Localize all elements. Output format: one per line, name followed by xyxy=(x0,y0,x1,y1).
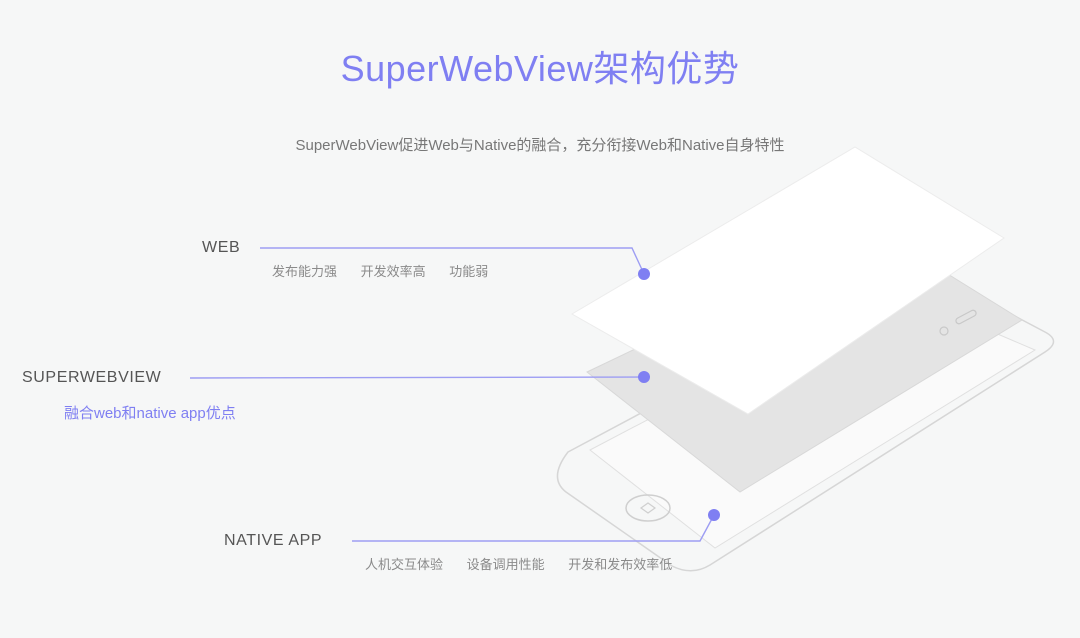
native-feature: 人机交互体验 xyxy=(365,557,444,572)
page-subtitle: SuperWebView促进Web与Native的融合，充分衔接Web和Nati… xyxy=(295,137,785,154)
web-feature: 功能弱 xyxy=(449,264,489,279)
connector-dots xyxy=(638,268,720,521)
web-features: 发布能力强 开发效率高 功能弱 xyxy=(272,261,488,280)
superwebview-dot xyxy=(638,371,650,383)
superwebview-label: SUPERWEBVIEW xyxy=(22,369,162,386)
native-connector-line xyxy=(352,514,715,542)
native-app-label: NATIVE APP xyxy=(224,532,323,549)
web-layer xyxy=(571,146,1005,415)
web-feature: 开发效率高 xyxy=(360,264,426,279)
home-button-icon xyxy=(625,494,671,522)
web-feature: 发布能力强 xyxy=(272,264,338,279)
camera-dot-icon xyxy=(939,326,949,336)
page-title: SuperWebView架构优势 xyxy=(340,48,740,89)
native-dot xyxy=(708,509,720,521)
native-feature: 开发和发布效率低 xyxy=(568,557,673,572)
superwebview-feature: 融合web和native app优点 xyxy=(64,405,236,422)
web-connector-line xyxy=(260,247,645,275)
web-dot xyxy=(638,268,650,280)
speaker-slot-icon xyxy=(955,309,977,325)
web-label: WEB xyxy=(202,239,241,256)
connectors xyxy=(189,247,715,542)
superwebview-features: 融合web和native app优点 xyxy=(64,402,236,423)
superwebview-connector-line xyxy=(189,376,645,379)
native-feature: 设备调用性能 xyxy=(466,557,545,572)
native-app-features: 人机交互体验 设备调用性能 开发和发布效率低 xyxy=(365,554,672,573)
